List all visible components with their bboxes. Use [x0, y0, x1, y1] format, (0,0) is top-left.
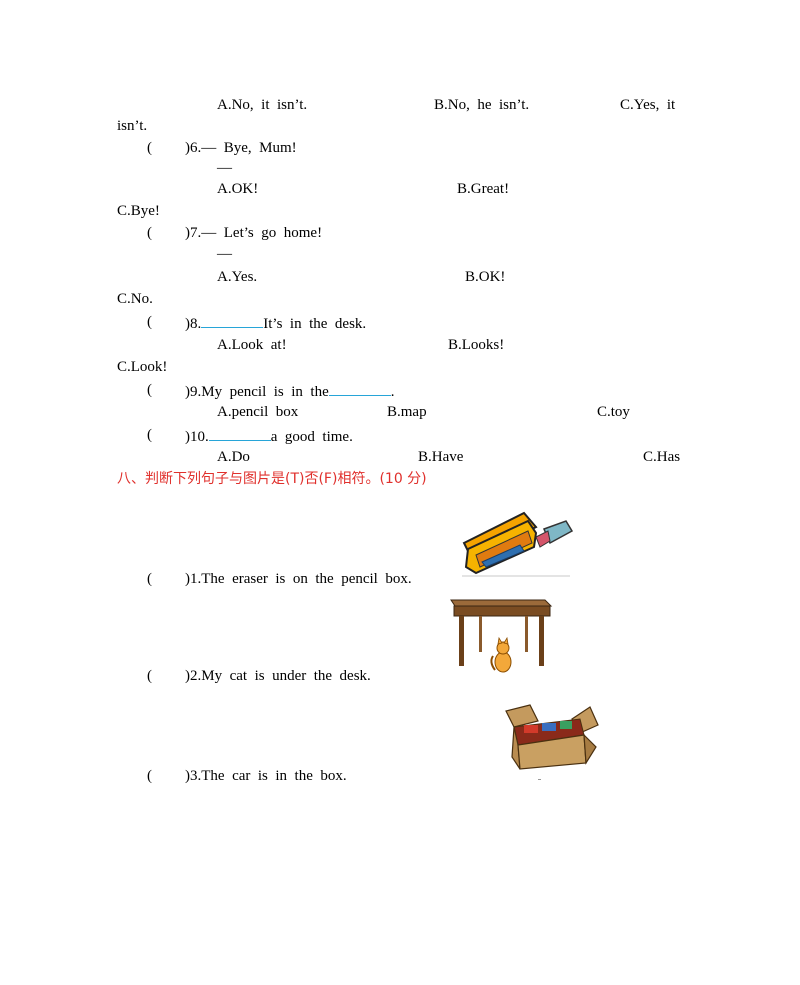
q7-option-a: A.Yes.	[217, 269, 258, 285]
q10-option-c: C.Has	[643, 449, 681, 465]
judge2-answer-paren: (	[147, 668, 152, 684]
pencil-case-picture	[462, 511, 574, 577]
q8-stem-post: It’s in the desk.	[263, 316, 367, 332]
q5-option-c: C.Yes, it	[620, 97, 676, 113]
q6-answer-paren: (	[147, 140, 152, 156]
q8-stem-pre: )8.	[185, 316, 202, 332]
q8-option-c: C.Look!	[117, 359, 168, 375]
box-of-cars-picture	[505, 704, 599, 780]
q6-option-c: C.Bye!	[117, 203, 160, 219]
q9-blank	[328, 381, 391, 396]
q9-option-b: B.map	[387, 404, 427, 420]
q7-response-dash: —	[217, 246, 232, 262]
q6-option-b: B.Great!	[457, 181, 510, 197]
q10-option-a: A.Do	[217, 449, 250, 465]
q9-answer-paren: (	[147, 382, 152, 398]
desk-with-cat-picture	[450, 599, 553, 673]
q6-stem: )6.— Bye, Mum!	[185, 140, 297, 156]
q8-answer-paren: (	[147, 314, 152, 330]
q7-answer-paren: (	[147, 225, 152, 241]
q9-option-a: A.pencil box	[217, 404, 299, 420]
judge1-sentence: )1.The eraser is on the pencil box.	[185, 571, 412, 587]
q7-stem: )7.— Let’s go home!	[185, 225, 323, 241]
judge3-sentence: )3.The car is in the box.	[185, 768, 347, 784]
section-heading: 八、判断下列句子与图片是(T)否(F)相符。(10 分)	[117, 471, 427, 487]
q9-stem-post: .	[390, 384, 395, 400]
q10-option-b: B.Have	[418, 449, 464, 465]
q9-stem-pre: )9.My pencil is in the	[185, 384, 329, 400]
q5-option-c-continued: isn’t.	[117, 118, 148, 134]
q10-stem-pre: )10.	[185, 429, 209, 445]
q7-option-c: C.No.	[117, 291, 153, 307]
q10-stem: )10. a good time.	[185, 426, 353, 446]
q5-option-b: B.No, he isn’t.	[434, 97, 530, 113]
q7-option-b: B.OK!	[465, 269, 506, 285]
q10-blank	[208, 426, 271, 441]
q6-option-a: A.OK!	[217, 181, 259, 197]
q8-stem: )8. It’s in the desk.	[185, 313, 366, 333]
q6-response-dash: —	[217, 160, 232, 176]
q9-option-c: C.toy	[597, 404, 630, 420]
q8-blank	[201, 313, 264, 328]
judge3-answer-paren: (	[147, 768, 152, 784]
q5-option-a: A.No, it isn’t.	[217, 97, 308, 113]
judge2-sentence: )2.My cat is under the desk.	[185, 668, 371, 684]
q10-stem-post: a good time.	[270, 429, 353, 445]
q9-stem: )9.My pencil is in the.	[185, 381, 394, 401]
cat-figure	[490, 636, 512, 673]
judge1-answer-paren: (	[147, 571, 152, 587]
q8-option-a: A.Look at!	[217, 337, 287, 353]
q10-answer-paren: (	[147, 427, 152, 443]
q8-option-b: B.Looks!	[448, 337, 505, 353]
